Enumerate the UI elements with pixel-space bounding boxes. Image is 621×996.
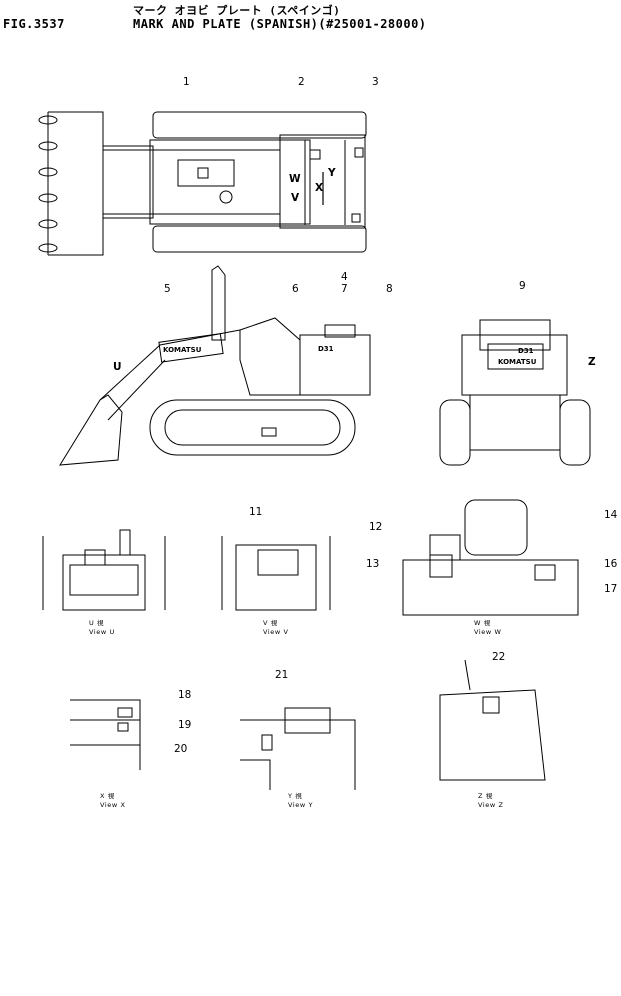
view-z-detail bbox=[439, 659, 546, 781]
view-captions: U 視 View U V 視 View V W 視 View W X 視 Vie… bbox=[89, 618, 504, 809]
decal-brand-rear: KOMATSU bbox=[498, 358, 537, 366]
decal-model-side: D31 bbox=[318, 345, 334, 353]
callout-18: 18 bbox=[178, 689, 191, 701]
view-w-caption: View W bbox=[474, 628, 502, 636]
callout-21: 21 bbox=[275, 669, 288, 681]
decal-labels: D31 D31 KOMATSU KOMATSU bbox=[163, 345, 537, 366]
arrow-x-label: X bbox=[315, 182, 323, 194]
view-arrows: W V Y X U Z bbox=[113, 167, 596, 373]
view-y-kanji: Y 視 bbox=[287, 791, 302, 800]
view-v-detail bbox=[221, 536, 331, 611]
view-u-caption: View U bbox=[89, 628, 115, 636]
callout-14: 14 bbox=[604, 509, 618, 521]
callout-8: 8 bbox=[386, 283, 393, 295]
callout-5: 5 bbox=[164, 283, 171, 295]
view-w-kanji: W 視 bbox=[474, 618, 491, 627]
view-u-detail bbox=[42, 529, 166, 611]
decal-model-rear: D31 bbox=[518, 347, 534, 355]
title-japanese: マーク オヨビ プレート (スペインゴ) bbox=[133, 4, 341, 17]
view-u-kanji: U 視 bbox=[89, 618, 104, 627]
rear-view-machine bbox=[439, 319, 591, 466]
view-x-detail bbox=[70, 699, 141, 770]
arrow-y-label: Y bbox=[327, 167, 336, 179]
callout-11: 11 bbox=[249, 506, 262, 518]
side-view-machine bbox=[59, 265, 371, 466]
callout-20: 20 bbox=[174, 743, 187, 755]
callout-3: 3 bbox=[372, 76, 379, 88]
figure-number: FIG.3537 bbox=[3, 17, 65, 31]
view-v-kanji: V 視 bbox=[263, 618, 278, 627]
view-y-detail bbox=[240, 707, 356, 790]
callout-13: 13 bbox=[366, 558, 379, 570]
arrow-u-label: U bbox=[113, 361, 122, 373]
figure-title: MARK AND PLATE (SPANISH)(#25001-28000) bbox=[133, 17, 427, 31]
callout-4: 4 bbox=[341, 271, 348, 283]
callout-6: 6 bbox=[292, 283, 299, 295]
callout-1: 1 bbox=[183, 76, 190, 88]
arrow-w-label: W bbox=[289, 173, 301, 185]
view-x-kanji: X 視 bbox=[100, 791, 115, 800]
callout-12: 12 bbox=[369, 521, 382, 533]
decal-brand-side: KOMATSU bbox=[163, 346, 202, 354]
view-w-detail bbox=[402, 499, 579, 616]
top-view-machine bbox=[38, 111, 367, 256]
callout-9: 9 bbox=[519, 280, 526, 292]
callout-16: 16 bbox=[604, 558, 618, 570]
view-v-caption: View V bbox=[263, 628, 289, 636]
callout-22: 22 bbox=[492, 651, 505, 663]
view-z-caption: View Z bbox=[478, 801, 504, 809]
arrow-v-label: V bbox=[291, 192, 300, 204]
view-z-kanji: Z 視 bbox=[478, 791, 493, 800]
callout-19: 19 bbox=[178, 719, 191, 731]
view-y-caption: View Y bbox=[288, 801, 313, 809]
callout-numbers: 1 2 3 4 5 6 7 8 9 11 12 13 14 16 17 18 1… bbox=[164, 76, 618, 755]
callout-7: 7 bbox=[341, 283, 348, 295]
callout-2: 2 bbox=[298, 76, 305, 88]
callout-17: 17 bbox=[604, 583, 617, 595]
view-x-caption: View X bbox=[100, 801, 126, 809]
arrow-z-label: Z bbox=[588, 356, 596, 368]
